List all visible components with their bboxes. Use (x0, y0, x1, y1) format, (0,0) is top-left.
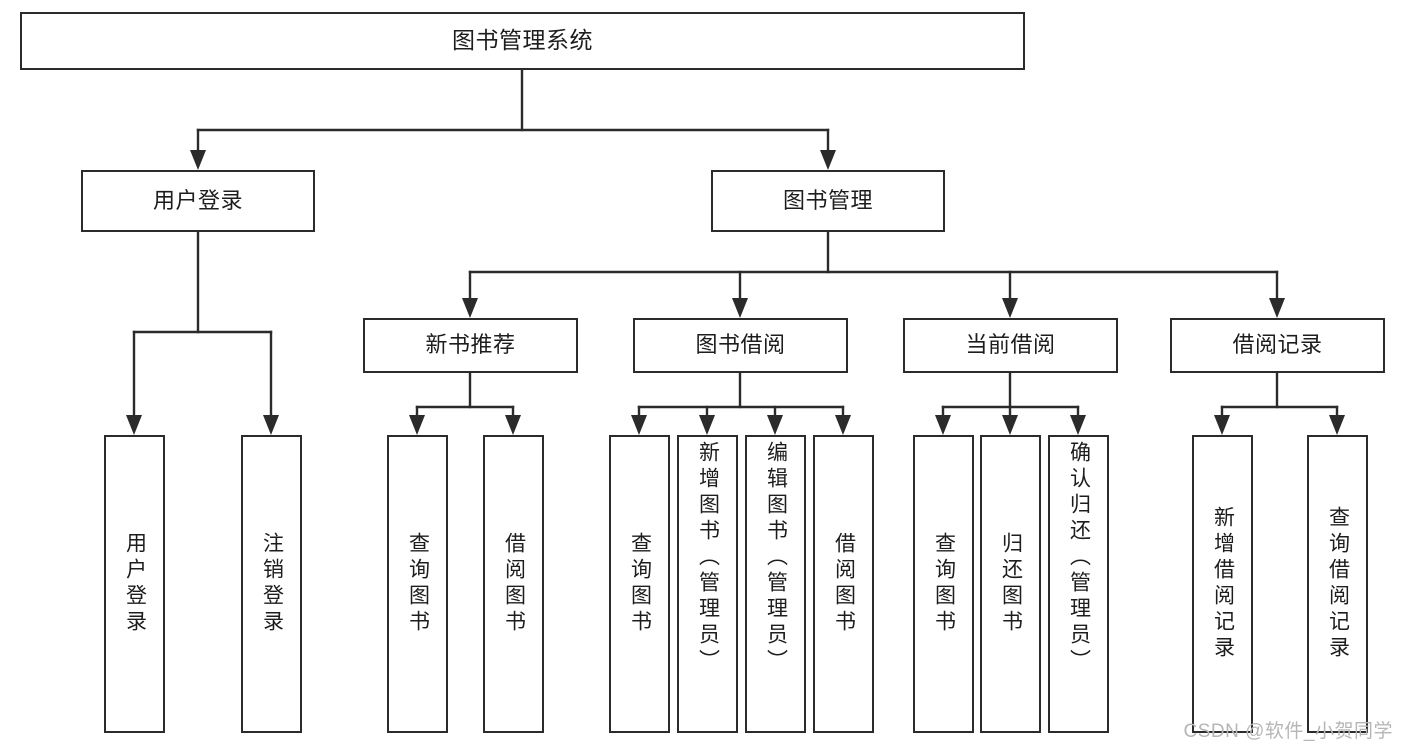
leaf-query-books-new[interactable]: 查询图书 (387, 435, 448, 733)
node-book-management[interactable]: 图书管理 (711, 170, 945, 232)
node-label: 新增借阅记录 (1211, 506, 1235, 662)
arrow-current-leaf3 (1070, 415, 1086, 435)
watermark-text: CSDN @软件_小贺同学 (1183, 721, 1393, 742)
node-label: 用户登录 (123, 532, 147, 636)
node-label: 查询图书 (406, 532, 430, 636)
node-label: 借阅图书 (502, 532, 526, 636)
node-label: 图书借阅 (695, 332, 786, 358)
leaf-return-books[interactable]: 归还图书 (980, 435, 1041, 733)
node-label: 查询图书 (932, 532, 956, 636)
node-label: 注销登录 (260, 532, 284, 636)
node-new-book-recommendation[interactable]: 新书推荐 (363, 318, 578, 373)
node-user-login[interactable]: 用户登录 (81, 170, 315, 232)
arrow-books-to-current (1002, 298, 1018, 318)
node-label: 确认归还（管理员） (1067, 441, 1091, 675)
arrow-root-to-user (190, 150, 206, 170)
leaf-add-book-admin[interactable]: 新增图书（管理员） (677, 435, 738, 733)
node-borrow-records[interactable]: 借阅记录 (1170, 318, 1385, 373)
node-label: 新书推荐 (425, 332, 516, 358)
node-label: 查询借阅记录 (1326, 506, 1350, 662)
node-label: 归还图书 (999, 532, 1023, 636)
leaf-confirm-return-admin[interactable]: 确认归还（管理员） (1048, 435, 1109, 733)
arrow-user-leaf2 (263, 415, 279, 435)
arrow-books-to-records (1269, 298, 1285, 318)
leaf-logout[interactable]: 注销登录 (241, 435, 302, 733)
arrow-borrow-leaf1 (631, 415, 647, 435)
leaf-add-borrow-record[interactable]: 新增借阅记录 (1192, 435, 1253, 733)
arrow-user-leaf1 (126, 415, 142, 435)
arrow-borrow-leaf4 (835, 415, 851, 435)
node-label: 借阅记录 (1232, 332, 1323, 358)
arrow-books-to-new (462, 298, 478, 318)
leaf-query-borrow-record[interactable]: 查询借阅记录 (1307, 435, 1368, 733)
arrow-borrow-leaf2 (699, 415, 715, 435)
arrow-borrow-leaf3 (767, 415, 783, 435)
node-root-book-management-system[interactable]: 图书管理系统 (20, 12, 1025, 70)
node-label: 当前借阅 (965, 332, 1056, 358)
node-label: 图书管理 (782, 187, 873, 213)
arrow-books-to-borrow (732, 298, 748, 318)
node-label: 查询图书 (628, 532, 652, 636)
leaf-query-books-current[interactable]: 查询图书 (913, 435, 974, 733)
arrow-new-leaf1 (409, 415, 425, 435)
leaf-borrow-books[interactable]: 借阅图书 (813, 435, 874, 733)
leaf-borrow-books-new[interactable]: 借阅图书 (483, 435, 544, 733)
node-current-borrowing[interactable]: 当前借阅 (903, 318, 1118, 373)
arrow-current-leaf2 (1002, 415, 1018, 435)
node-label: 编辑图书（管理员） (764, 441, 788, 675)
arrow-new-leaf2 (505, 415, 521, 435)
arrow-records-leaf2 (1329, 415, 1345, 435)
node-label: 借阅图书 (832, 532, 856, 636)
node-label: 新增图书（管理员） (696, 441, 720, 675)
leaf-query-books-borrow[interactable]: 查询图书 (609, 435, 670, 733)
arrow-root-to-books (820, 150, 836, 170)
node-book-borrowing[interactable]: 图书借阅 (633, 318, 848, 373)
leaf-edit-book-admin[interactable]: 编辑图书（管理员） (745, 435, 806, 733)
arrow-current-leaf1 (935, 415, 951, 435)
node-label: 用户登录 (152, 187, 243, 213)
leaf-user-login[interactable]: 用户登录 (104, 435, 165, 733)
node-label: 图书管理系统 (452, 27, 593, 54)
arrow-records-leaf1 (1214, 415, 1230, 435)
